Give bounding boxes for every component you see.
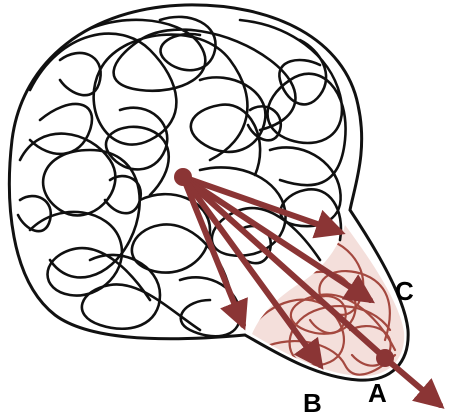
label-a: A: [368, 378, 387, 408]
center-node: [174, 168, 192, 186]
label-b: B: [303, 388, 322, 418]
arrow-a-extension: [385, 358, 440, 405]
node-a: [376, 349, 394, 367]
label-c: C: [395, 276, 414, 306]
